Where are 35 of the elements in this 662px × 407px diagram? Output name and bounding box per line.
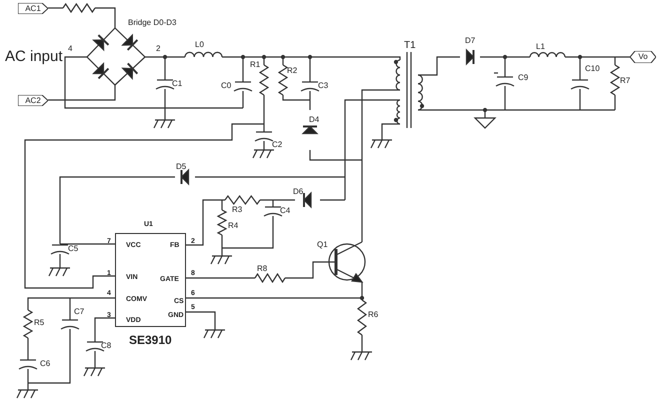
component-label: D6 xyxy=(293,187,304,196)
component-label: T1 xyxy=(404,40,416,52)
component-label: R3 xyxy=(232,205,242,214)
component-label: C7 xyxy=(74,307,84,316)
component-label: C9 xyxy=(518,73,528,82)
component-label: C3 xyxy=(318,81,328,90)
component-label: C6 xyxy=(40,359,50,368)
component-label: C4 xyxy=(280,206,290,215)
component-label: R5 xyxy=(34,318,44,327)
component-label: D5 xyxy=(176,162,186,171)
component-label: C5 xyxy=(68,244,78,253)
component-label: R6 xyxy=(368,310,378,319)
component-label: L0 xyxy=(195,40,204,49)
component-label: R8 xyxy=(257,264,268,273)
component-label: L1 xyxy=(536,42,545,51)
component-label: C8 xyxy=(101,341,112,350)
pin-number: 2 xyxy=(156,44,160,53)
signal-port-tag: AC1 xyxy=(18,3,48,14)
component-label: D7 xyxy=(465,36,476,45)
pin-number: 4 xyxy=(68,44,72,53)
component-label: D4 xyxy=(309,115,320,124)
component-label: R7 xyxy=(620,76,630,85)
part-number: SE3910 xyxy=(129,333,172,347)
component-label: C0 xyxy=(221,81,232,90)
component-label: R1 xyxy=(250,60,260,69)
output-port-tag: Vo xyxy=(630,51,656,63)
component-label: C2 xyxy=(272,140,282,149)
signal-port-tag: AC2 xyxy=(18,95,48,106)
component-label: C1 xyxy=(172,79,182,88)
input-label: AC input xyxy=(5,48,63,65)
component-label: R2 xyxy=(287,66,298,75)
component-label: Bridge D0-D3 xyxy=(128,18,176,27)
component-label: R4 xyxy=(228,221,238,230)
component-label: Q1 xyxy=(317,240,328,249)
component-label: C10 xyxy=(585,64,600,73)
